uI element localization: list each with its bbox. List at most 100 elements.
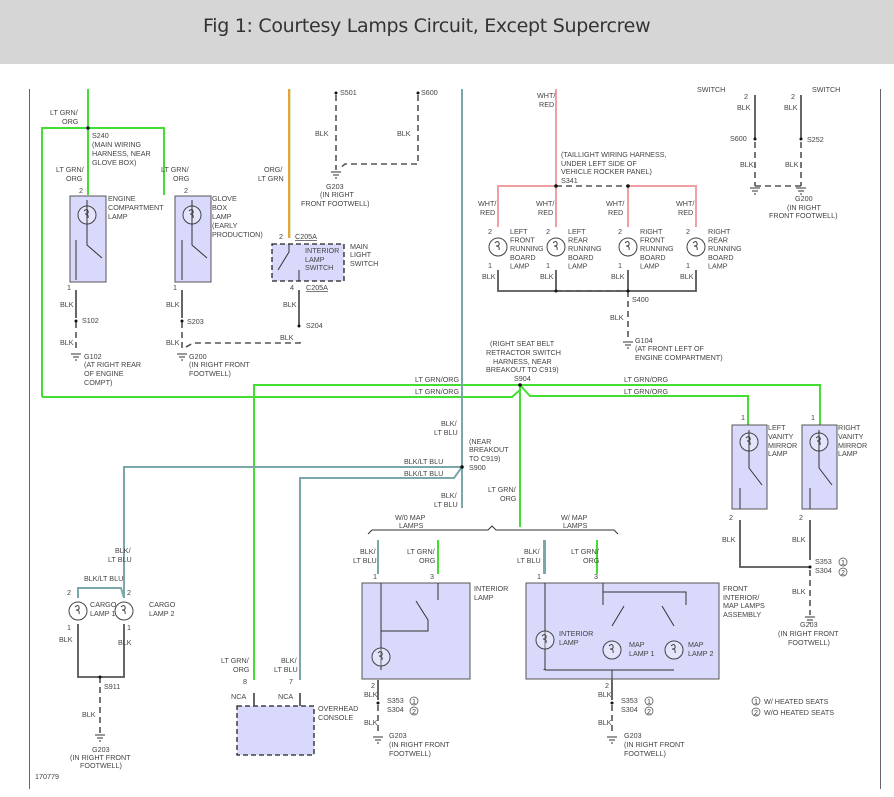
wire-label: BLK [166,338,180,347]
splice-label-s204: S204 [306,321,323,330]
wire-label: RED [480,208,495,217]
component-label: RIGHT [838,423,861,432]
ground-desc: FOOTWELL) [189,369,231,378]
splice-dots [74,91,812,705]
map-lamp-1 [602,640,622,660]
splice-label-s911: S911 [104,682,120,691]
wire-blk-lt-blu [77,89,546,680]
splice-desc: (RIGHT SEAT BELT [490,339,555,348]
wire-label: BLK [118,638,132,647]
ground-desc: OF ENGINE [84,369,124,378]
component-label: MIRROR [838,441,867,450]
component-label: INTERIOR [474,584,508,593]
wire-label: LT GRN/ [571,547,599,556]
component-label: LAMP 2 [149,609,174,618]
splice-desc: BREAKOUT [469,445,509,454]
pin-label: 2 [184,186,188,195]
wire-label: BLK [60,300,74,309]
wire-label: BLK [792,535,806,544]
wire-label: RED [538,208,553,217]
ground-desc: (AT FRONT LEFT OF [635,344,705,353]
component-label: MAIN [350,242,368,251]
wire-label: BLK [166,300,180,309]
wire-label: BLK/ [524,547,540,556]
wire-org-lt-grn [288,89,291,238]
pin-label: 1 [488,261,492,270]
legend-text-2: W/O HEATED SEATS [764,708,834,717]
running-board-lamp-label: RUNNING [568,244,602,253]
running-board-lamp-label: RUNNING [708,244,742,253]
wire-lt-grn-org-s240 [41,89,521,398]
ground-desc: (AT RIGHT REAR [84,360,141,369]
splice-desc: HARNESS, NEAR [92,149,151,158]
component-label: PRODUCTION) [212,230,263,239]
component-label: CARGO [90,600,117,609]
pin-label: 1 [686,261,690,270]
wire-label: LT GRN [258,174,284,183]
running-board-lamp-label: FRONT [510,236,535,245]
wire-label: BLK [60,338,74,347]
left-rear-running-board-lamp [546,237,566,257]
wire-blk-grounds [75,95,811,735]
wire-label: BLK/LT BLU [404,457,443,466]
wire-label: LT GRN/ [161,165,189,174]
pin-label: 1 [537,572,541,581]
wire-label: BLK/ [441,419,457,428]
figure-title: Fig 1: Courtesy Lamps Circuit, Except Su… [203,15,651,37]
connector-label-c205a: C205A [295,232,317,241]
running-board-lamp-label: LAMP [568,261,588,270]
running-board-lamp-label: LAMP [708,261,728,270]
ground-desc: FOOTWELL) [389,749,431,758]
ground-label-g203: G203 [624,731,642,740]
wire-label: BLK [482,272,496,281]
component-label: COMPARTMENT [108,203,164,212]
splice-label-s102: S102 [82,316,99,325]
map-lamp-2 [664,640,684,660]
wire-label: BLK [598,690,612,699]
wire-label: BLK [598,718,612,727]
splice-label-s203: S203 [187,317,204,326]
running-board-lamp-label: FRONT [640,236,665,245]
wire-label: BLK/ [115,546,131,555]
pin-label: 2 [371,681,375,690]
component-label: LAMP 2 [688,649,713,658]
pin-label: 1 [811,413,815,422]
component-label: LEFT [768,423,786,432]
option-label-w-map: LAMPS [563,521,588,530]
component-label: LAMP 1 [629,649,654,658]
wire-label: BLK/ [441,491,457,500]
right-vanity-mirror-lamp [801,424,838,510]
wire-label: BLK [740,160,754,169]
splice-label-s304: S304 [815,566,832,575]
wire-label: LT GRN/ [407,547,435,556]
splice-desc: HARNESS, NEAR [493,357,552,366]
wire-label: LT BLU [274,665,298,674]
wire-label: RED [678,208,693,217]
wire-label: BLK [540,272,554,281]
splice-label-s353: S353 [621,696,638,705]
running-board-lamp-label: BOARD [568,253,594,262]
component-label: SWITCH [697,85,725,94]
ground-desc: FRONT FOOTWELL) [769,211,838,220]
ground-desc: FOOTWELL) [788,638,830,647]
right-rear-running-board-lamp [686,237,706,257]
legend-marker-2: 2 [754,708,758,717]
pin-label: 1 [741,413,745,422]
wire-label: WHT/ [606,199,624,208]
wire-label: ORG [583,556,600,565]
splice-desc: RETRACTOR SWITCH [486,348,561,357]
component-label: INTERIOR/ [723,593,759,602]
wire-label: ORG [173,174,190,183]
cargo-lamp-2 [114,601,134,621]
component-label: (EARLY [212,221,238,230]
running-board-lamp-label: RUNNING [510,244,544,253]
pin-label: 1 [67,623,71,632]
wire-label: LT BLU [434,428,458,437]
component-label: VANITY [768,432,794,441]
option-marker-2: 2 [841,568,845,577]
pin-label: 2 [605,681,609,690]
pin-label: 2 [729,513,733,522]
ground-desc: COMPT) [84,378,112,387]
splice-label-s304: S304 [621,705,638,714]
splice-desc: UNDER LEFT SIDE OF [561,159,637,168]
